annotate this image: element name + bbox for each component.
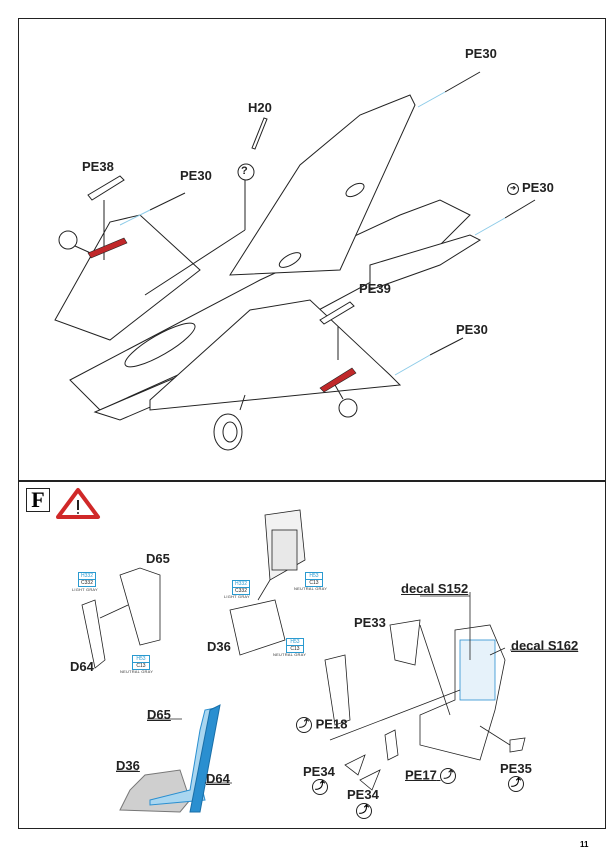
label-decal-s162: decal S162 [511, 638, 579, 653]
part-d65 [119, 567, 161, 646]
label-pe30-top: PE30 [465, 46, 497, 61]
bend-icon: ⤴ [508, 776, 524, 792]
horizontal-stabilizer [369, 234, 482, 291]
part-pe17 [384, 729, 399, 761]
paint-name: LIGHT GRAY [72, 587, 98, 592]
label-pe33: PE33 [354, 615, 386, 630]
vertical-tail [229, 94, 416, 276]
part-pe33 [389, 619, 421, 666]
flip-part-icon: ➔ [507, 182, 519, 195]
step-f-panel [18, 481, 606, 829]
paint-name: NEUTRAL GRAY [294, 586, 328, 591]
label-pe35: PE35 [500, 761, 532, 776]
bend-icon: ⤴ [296, 717, 312, 733]
label-decal-s152: decal S152 [401, 581, 469, 596]
part-pe39 [319, 301, 355, 325]
label-pe34-a: PE34 [303, 764, 335, 779]
nose-wheel [213, 413, 243, 451]
highlight-left-pylon [87, 237, 128, 259]
unknown-mark-label: ? [241, 165, 248, 177]
part-d36 [229, 599, 286, 656]
label-pe18: ⤴ PE18 [296, 717, 347, 733]
part-pe35 [509, 737, 526, 753]
part-pe34-a [344, 754, 366, 776]
label-section-d36: D36 [116, 758, 140, 773]
label-pe30-right: ➔PE30 [507, 181, 554, 195]
seat-harness [459, 639, 496, 701]
label-h20: H20 [248, 100, 272, 115]
paint-name: NEUTRAL GRAY [120, 669, 154, 674]
label-section-d65: D65 [147, 707, 171, 722]
part-pe38 [87, 175, 125, 201]
unknown-mark-circle [237, 163, 255, 181]
label-section-d64: D64 [206, 771, 230, 786]
label-d36: D36 [207, 639, 231, 654]
page-number: 11 [580, 840, 589, 849]
intake [124, 322, 196, 368]
left-wing [54, 214, 201, 341]
label-pe34-b: PE34 [347, 787, 379, 802]
label-d65: D65 [146, 551, 170, 566]
part-pe18 [324, 654, 351, 726]
top-assembly-panel [18, 18, 606, 481]
section-d64 [189, 704, 221, 813]
label-d64: D64 [70, 659, 94, 674]
bend-icon: ⤴ [356, 803, 372, 819]
paint-name: LIGHT GRAY [224, 594, 250, 599]
bend-icon: ⤴ [440, 768, 457, 784]
part-h20 [251, 117, 268, 150]
label-pe30-bottom: PE30 [456, 322, 488, 337]
highlight-right-pylon [319, 367, 357, 393]
label-pe39: PE39 [359, 281, 391, 296]
detail-circle-left [58, 230, 78, 250]
bend-icon: ⤴ [312, 779, 328, 795]
seat-mesh [271, 529, 298, 571]
part-pe34-b [359, 769, 381, 791]
detail-circle-right [338, 398, 358, 418]
paint-name: NEUTRAL GRAY [273, 652, 307, 657]
section-d36 [119, 769, 191, 813]
label-pe30-left: PE30 [180, 168, 212, 183]
label-pe17: PE17 ⤴ [405, 768, 457, 784]
label-pe38: PE38 [82, 159, 114, 174]
step-letter: F [26, 488, 50, 512]
part-d64 [81, 599, 106, 669]
